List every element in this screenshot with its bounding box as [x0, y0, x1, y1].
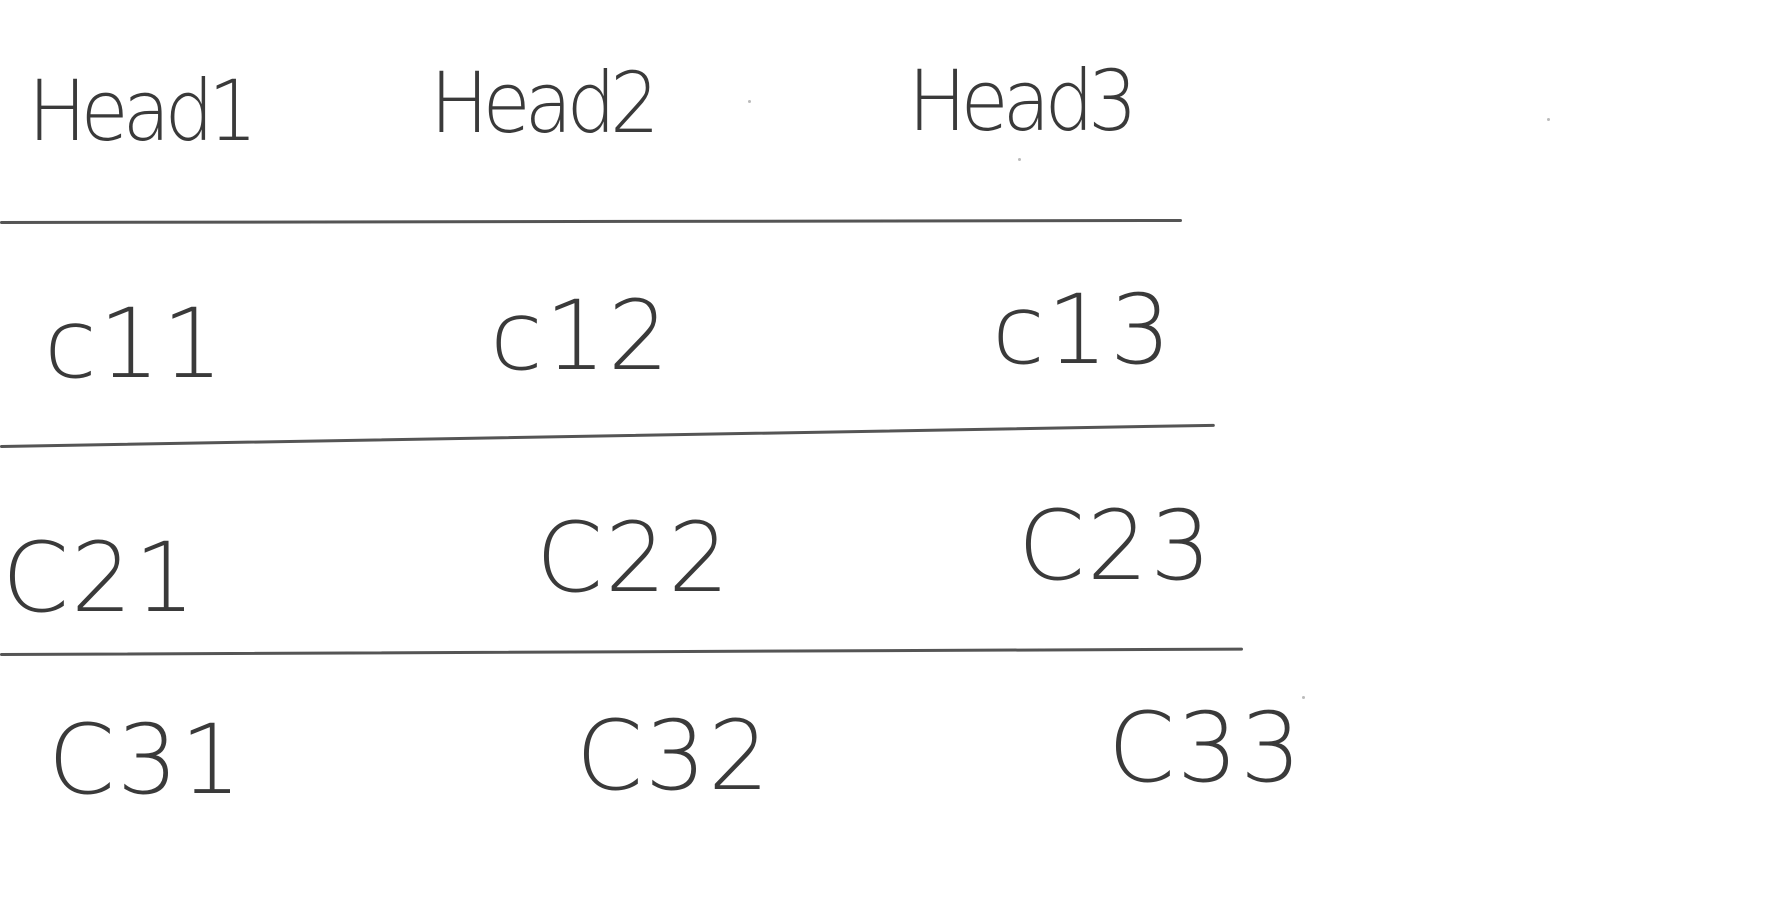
paper-speck — [1302, 696, 1305, 699]
header-cell-2: Head2 — [430, 55, 660, 153]
table-cell-r2-c1: C21 — [2, 522, 198, 634]
table-cell-r1-c2: c12 — [490, 280, 671, 392]
table-cell-r2-c3: C23 — [1018, 490, 1214, 602]
paper-speck — [1547, 118, 1550, 121]
table-cell-r3-c2: C32 — [576, 700, 772, 812]
paper-speck — [748, 100, 751, 103]
table-cell-r1-c1: c11 — [44, 288, 225, 400]
header-cell-1: Head1 — [28, 63, 258, 161]
row-divider-line-1 — [0, 423, 1215, 448]
table-cell-r3-c3: C33 — [1108, 692, 1304, 804]
row-divider-line-2 — [0, 647, 1243, 656]
header-cell-3: Head3 — [908, 53, 1138, 151]
table-cell-r2-c2: C22 — [536, 502, 732, 614]
paper-speck — [1018, 158, 1021, 161]
table-cell-r3-c1: C31 — [48, 704, 244, 816]
table-cell-r1-c3: c13 — [992, 274, 1173, 386]
header-divider-line — [0, 218, 1183, 225]
